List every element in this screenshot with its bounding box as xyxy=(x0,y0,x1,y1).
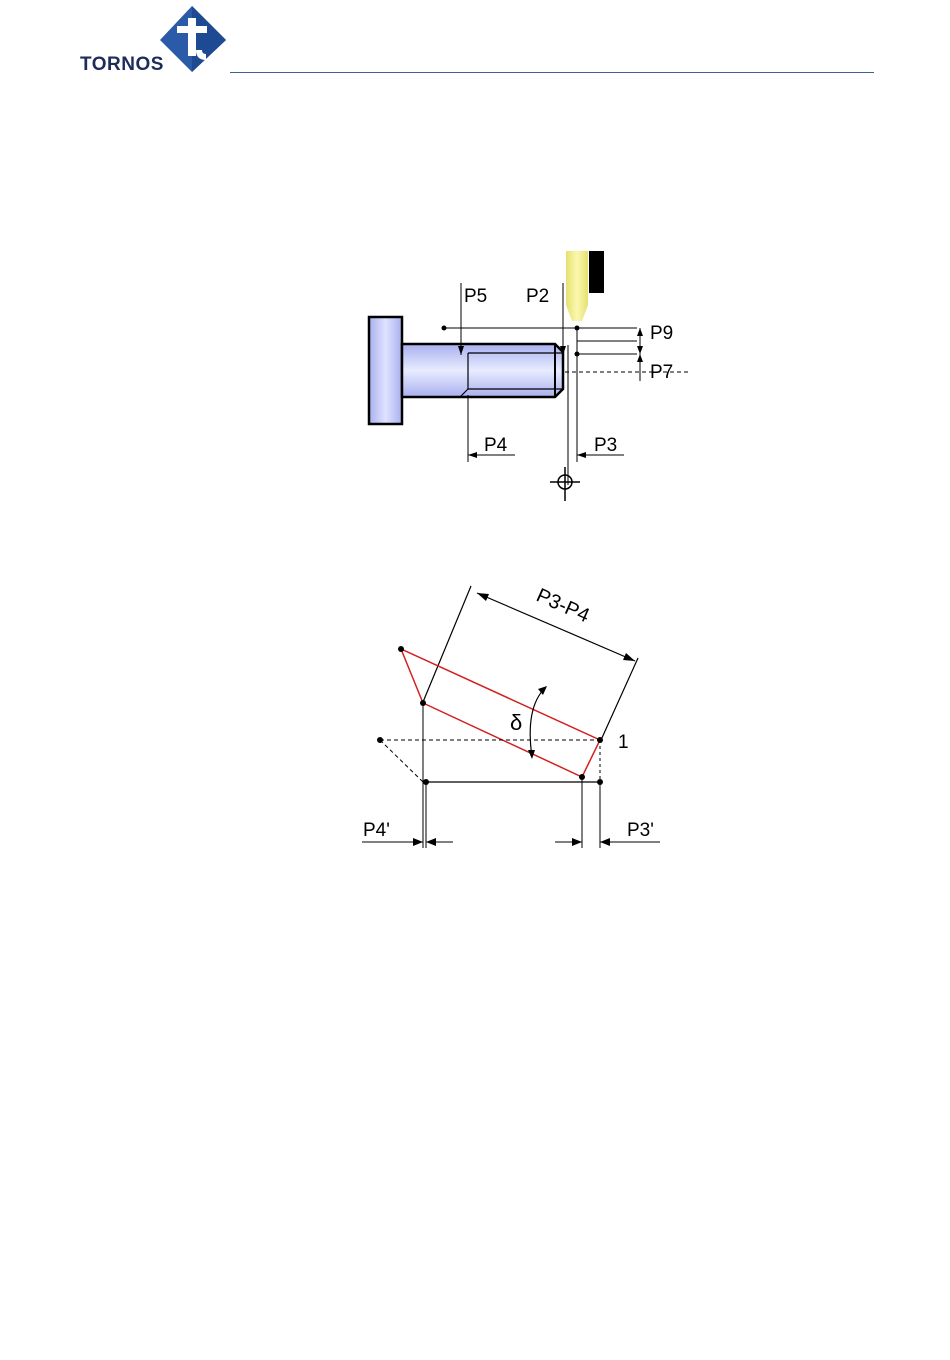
label-p9: P9 xyxy=(650,323,673,344)
header-rule xyxy=(230,72,874,73)
label-p4: P4 xyxy=(484,435,508,456)
label-p3-prime: P3' xyxy=(627,820,654,841)
rotated-part-outline xyxy=(401,649,600,777)
figure-rotation-diagram: P3-P4 δ 1 P4' P3' xyxy=(355,580,675,855)
brand-name: TORNOS xyxy=(80,54,164,76)
part-head xyxy=(369,317,402,424)
label-p3: P3 xyxy=(594,435,617,456)
figure-part-diagram: P5 P2 P9 P7 P4 P3 xyxy=(360,245,700,507)
cutting-tool xyxy=(566,251,604,321)
label-p7: P7 xyxy=(650,362,673,383)
page-header: TORNOS xyxy=(0,0,950,90)
label-p2: P2 xyxy=(526,286,549,307)
origin-symbol-icon xyxy=(550,467,580,501)
label-p4-prime: P4' xyxy=(363,820,390,841)
label-point-1: 1 xyxy=(618,732,629,753)
label-delta: δ xyxy=(510,710,522,735)
tornos-logo: TORNOS xyxy=(78,4,233,74)
label-p5: P5 xyxy=(464,286,487,307)
